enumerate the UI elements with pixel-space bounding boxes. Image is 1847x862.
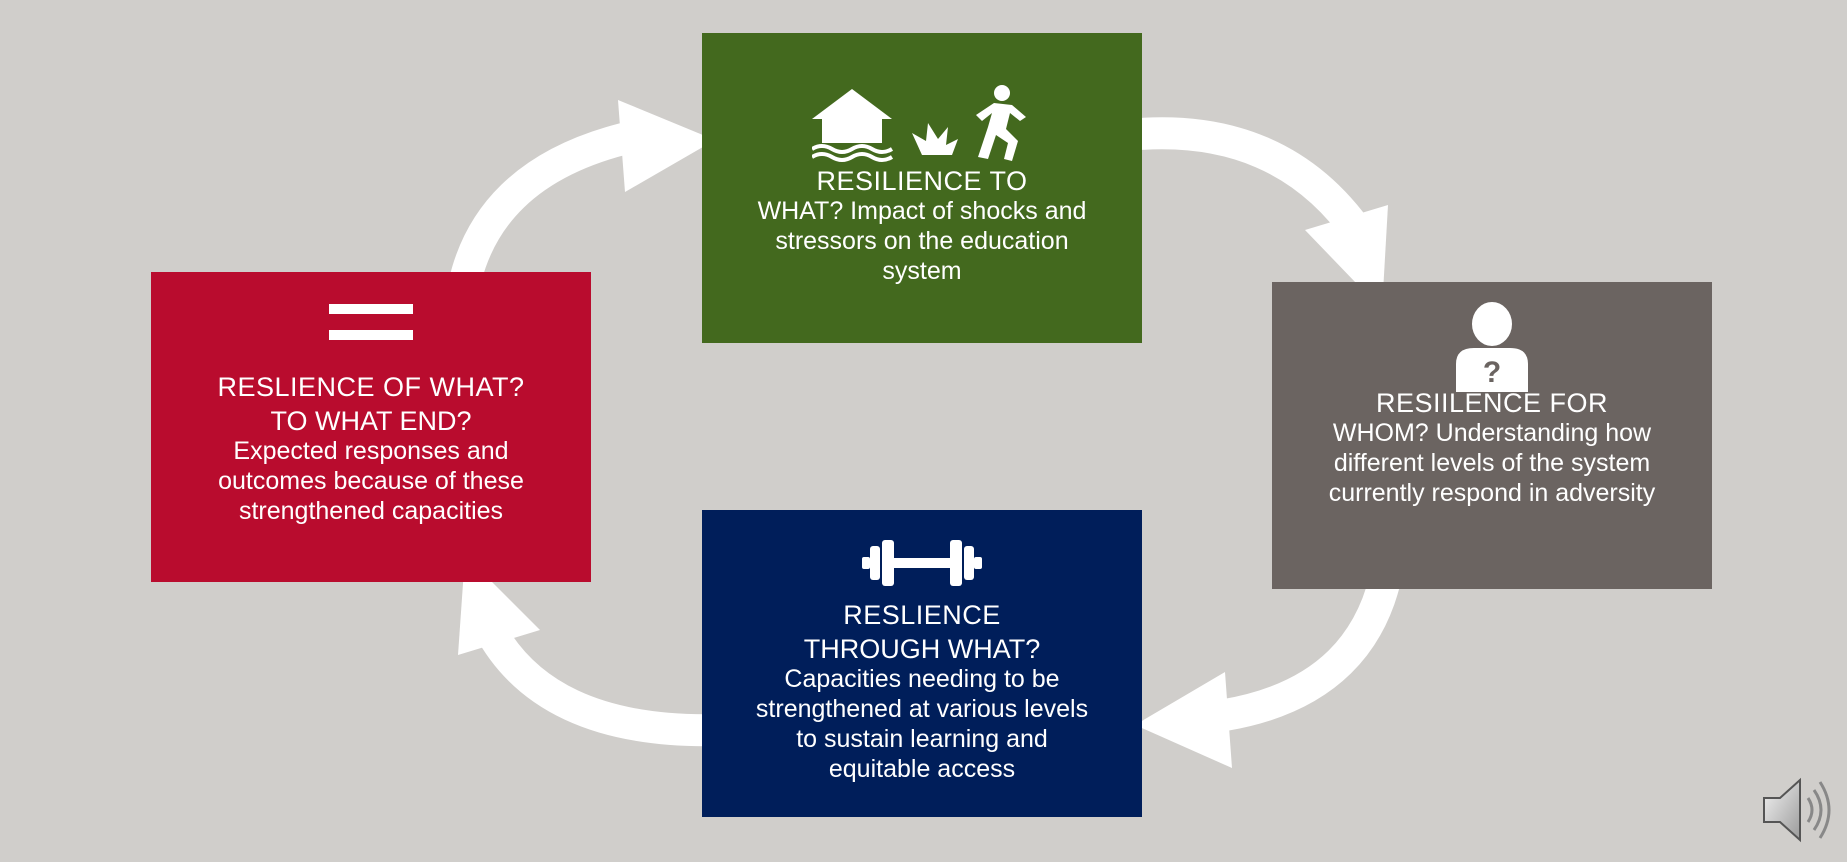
box-resilience-for-whom: ? RESIILENCE FOR WHOM? Understanding how… xyxy=(1272,282,1712,589)
icon-row: ? xyxy=(1272,302,1712,392)
box-title-2: TO WHAT END? xyxy=(270,406,472,436)
box-text: RESLIENCE THROUGH WHAT? Capacities needi… xyxy=(712,600,1132,784)
box-text: RESILIENCE TO WHAT? Impact of shocks and… xyxy=(712,166,1132,286)
box-text: RESLIENCE OF WHAT? TO WHAT END? Expected… xyxy=(161,372,581,526)
running-person-icon xyxy=(976,85,1026,161)
box-title: RESIILENCE FOR xyxy=(1375,388,1609,418)
arrow-to-of-what xyxy=(470,612,721,747)
arrow-to-for-whom xyxy=(1126,117,1374,245)
equals-icon xyxy=(329,304,413,340)
box-text: RESIILENCE FOR WHOM? Understanding how d… xyxy=(1282,388,1702,508)
box-resilience-through-what: RESLIENCE THROUGH WHAT? Capacities needi… xyxy=(702,510,1142,817)
box-resilience-to-what: RESILIENCE TO WHAT? Impact of shocks and… xyxy=(702,33,1142,343)
icon-row xyxy=(151,304,591,344)
box-title: RESLIENCE xyxy=(843,600,1001,630)
arrowhead-to-through-what xyxy=(1135,672,1232,768)
box-title: RESILIENCE TO xyxy=(816,166,1028,196)
speaker-icon[interactable] xyxy=(1758,768,1838,848)
box-body: WHAT? Impact of shocks and stressors on … xyxy=(757,197,1087,285)
arrowhead-to-to-what xyxy=(618,100,715,192)
icon-row xyxy=(702,83,1142,163)
box-body: Expected responses and outcomes because … xyxy=(218,437,524,525)
box-resilience-of-what: RESLIENCE OF WHAT? TO WHAT END? Expected… xyxy=(151,272,591,582)
flooded-house-icon xyxy=(812,89,894,162)
box-body: Capacities needing to be strengthened at… xyxy=(755,665,1089,783)
box-title: RESLIENCE OF WHAT? xyxy=(217,372,525,402)
dumbbell-icon xyxy=(862,540,982,586)
svg-text:?: ? xyxy=(1483,356,1501,389)
person-question-icon: ? xyxy=(1456,302,1528,392)
box-title-2: THROUGH WHAT? xyxy=(803,634,1041,664)
fire-icon xyxy=(912,123,958,155)
icon-row xyxy=(702,538,1142,588)
box-body: WHOM? Understanding how different levels… xyxy=(1328,419,1656,507)
